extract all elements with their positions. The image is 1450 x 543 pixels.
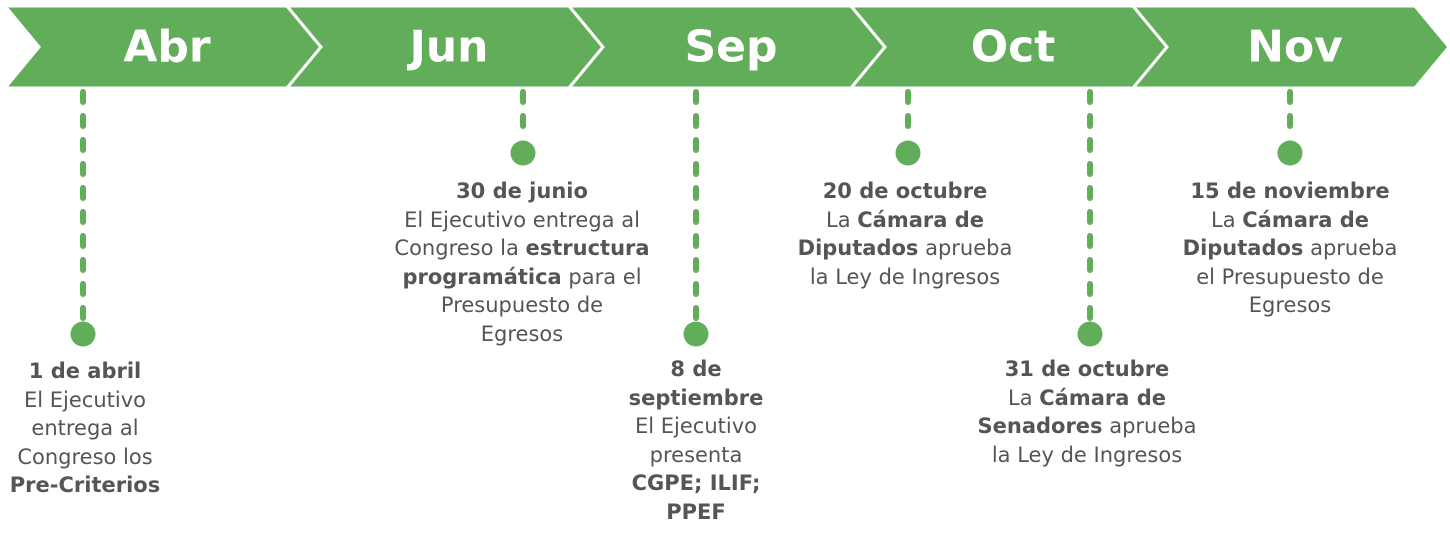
event-description-text: el Presupuesto de <box>1196 264 1384 289</box>
event-description-line: Diputados aprueba <box>775 234 1035 263</box>
event-description-line: presenta <box>611 441 781 470</box>
month-label-sep: Sep <box>684 22 777 73</box>
connector-dot-junio <box>510 140 536 166</box>
event-date: 1 de abril <box>28 359 142 383</box>
connector-dot-septiembre <box>683 321 709 347</box>
connector-dot-octubre-20 <box>895 140 921 166</box>
event-description-text: la Ley de Ingresos <box>809 264 1001 289</box>
month-label-abr: Abr <box>123 22 211 73</box>
month-label-nov: Nov <box>1247 22 1343 73</box>
event-description-line: la Ley de Ingresos <box>957 441 1217 470</box>
event-description-text: aprueba <box>1102 414 1197 439</box>
event-description-bold: Cámara de <box>1242 207 1369 232</box>
event-description-line: Presupuesto de <box>372 291 672 320</box>
event-description-line: Pre-Criterios <box>0 471 175 500</box>
event-description-line: entrega al <box>0 414 175 443</box>
event-description-bold: CGPE; ILIF; <box>631 471 761 496</box>
month-chevrons: Abr Jun Sep Oct Nov <box>1 4 1450 90</box>
event-description-text: El Ejecutivo <box>23 387 146 412</box>
event-description-bold: Cámara de <box>857 207 984 232</box>
event-description-line: Egresos <box>1160 291 1420 320</box>
event-description-text: aprueba <box>1303 236 1398 261</box>
event-abril: 1 de abril El Ejecutivo entrega al Congreso… <box>0 357 175 500</box>
event-description-line: La Cámara de <box>957 384 1217 413</box>
event-description-line: Senadores aprueba <box>957 412 1217 441</box>
event-description-line: CGPE; ILIF; <box>611 469 781 498</box>
event-description-text: la Ley de Ingresos <box>991 442 1183 467</box>
event-date: septiembre <box>628 385 764 410</box>
event-description-text: La <box>1008 385 1040 410</box>
event-description-text: La <box>826 207 858 232</box>
event-description-line: Congreso la estructura <box>372 234 672 263</box>
event-date: 30 de junio <box>456 179 588 203</box>
event-description-line: Congreso los <box>0 443 175 472</box>
event-description-text: El Ejecutivo entrega al <box>404 207 640 232</box>
connector-dot-octubre-31 <box>1077 321 1103 347</box>
event-date: 20 de octubre <box>822 179 988 203</box>
event-description-bold: Diputados <box>1182 236 1304 261</box>
event-connectors <box>70 89 1303 347</box>
event-description-text: Congreso los <box>17 444 153 469</box>
event-description-text: La <box>1211 207 1243 232</box>
event-description-line: Diputados aprueba <box>1160 234 1420 263</box>
event-description-line: El Ejecutivo <box>0 386 175 415</box>
month-chevron-nov <box>1129 4 1450 90</box>
event-description-text: Presupuesto de <box>440 293 604 318</box>
connector-dot-abril <box>70 321 96 347</box>
event-description-bold: Senadores <box>977 414 1103 439</box>
event-description-line: La Cámara de <box>1160 206 1420 235</box>
event-date: 31 de octubre <box>1004 357 1170 381</box>
event-description-line: la Ley de Ingresos <box>775 263 1035 292</box>
connector-dot-noviembre <box>1277 140 1303 166</box>
event-description-text: Congreso la <box>394 236 526 261</box>
event-description-bold: programática <box>402 264 562 289</box>
event-description-line: Egresos <box>372 320 672 349</box>
event-description-line: PPEF <box>611 498 781 527</box>
event-description-bold: PPEF <box>666 499 726 524</box>
event-description-bold: Cámara de <box>1039 385 1166 410</box>
event-description-text: Egresos <box>480 321 564 346</box>
event-description-bold: Pre-Criterios <box>9 473 161 498</box>
event-description-text: El Ejecutivo <box>634 414 757 439</box>
event-description-line: El Ejecutivo <box>611 412 781 441</box>
event-date: 15 de noviembre <box>1190 179 1390 203</box>
event-description-line: el Presupuesto de <box>1160 263 1420 292</box>
event-description-line: El Ejecutivo entrega al <box>372 206 672 235</box>
event-description-text: Egresos <box>1248 293 1332 318</box>
event-date: 8 de <box>670 357 722 381</box>
event-description-text: aprueba <box>918 236 1013 261</box>
event-description-bold: estructura <box>525 236 650 261</box>
month-label-oct: Oct <box>971 22 1056 73</box>
event-description-line: La Cámara de <box>775 206 1035 235</box>
event-description-text: para el <box>561 264 642 289</box>
event-description-text: entrega al <box>31 416 139 441</box>
month-label-jun: Jun <box>406 22 488 73</box>
event-description-text: presenta <box>649 442 743 467</box>
event-description-line: programática para el <box>372 263 672 292</box>
event-description-bold: Diputados <box>797 236 919 261</box>
